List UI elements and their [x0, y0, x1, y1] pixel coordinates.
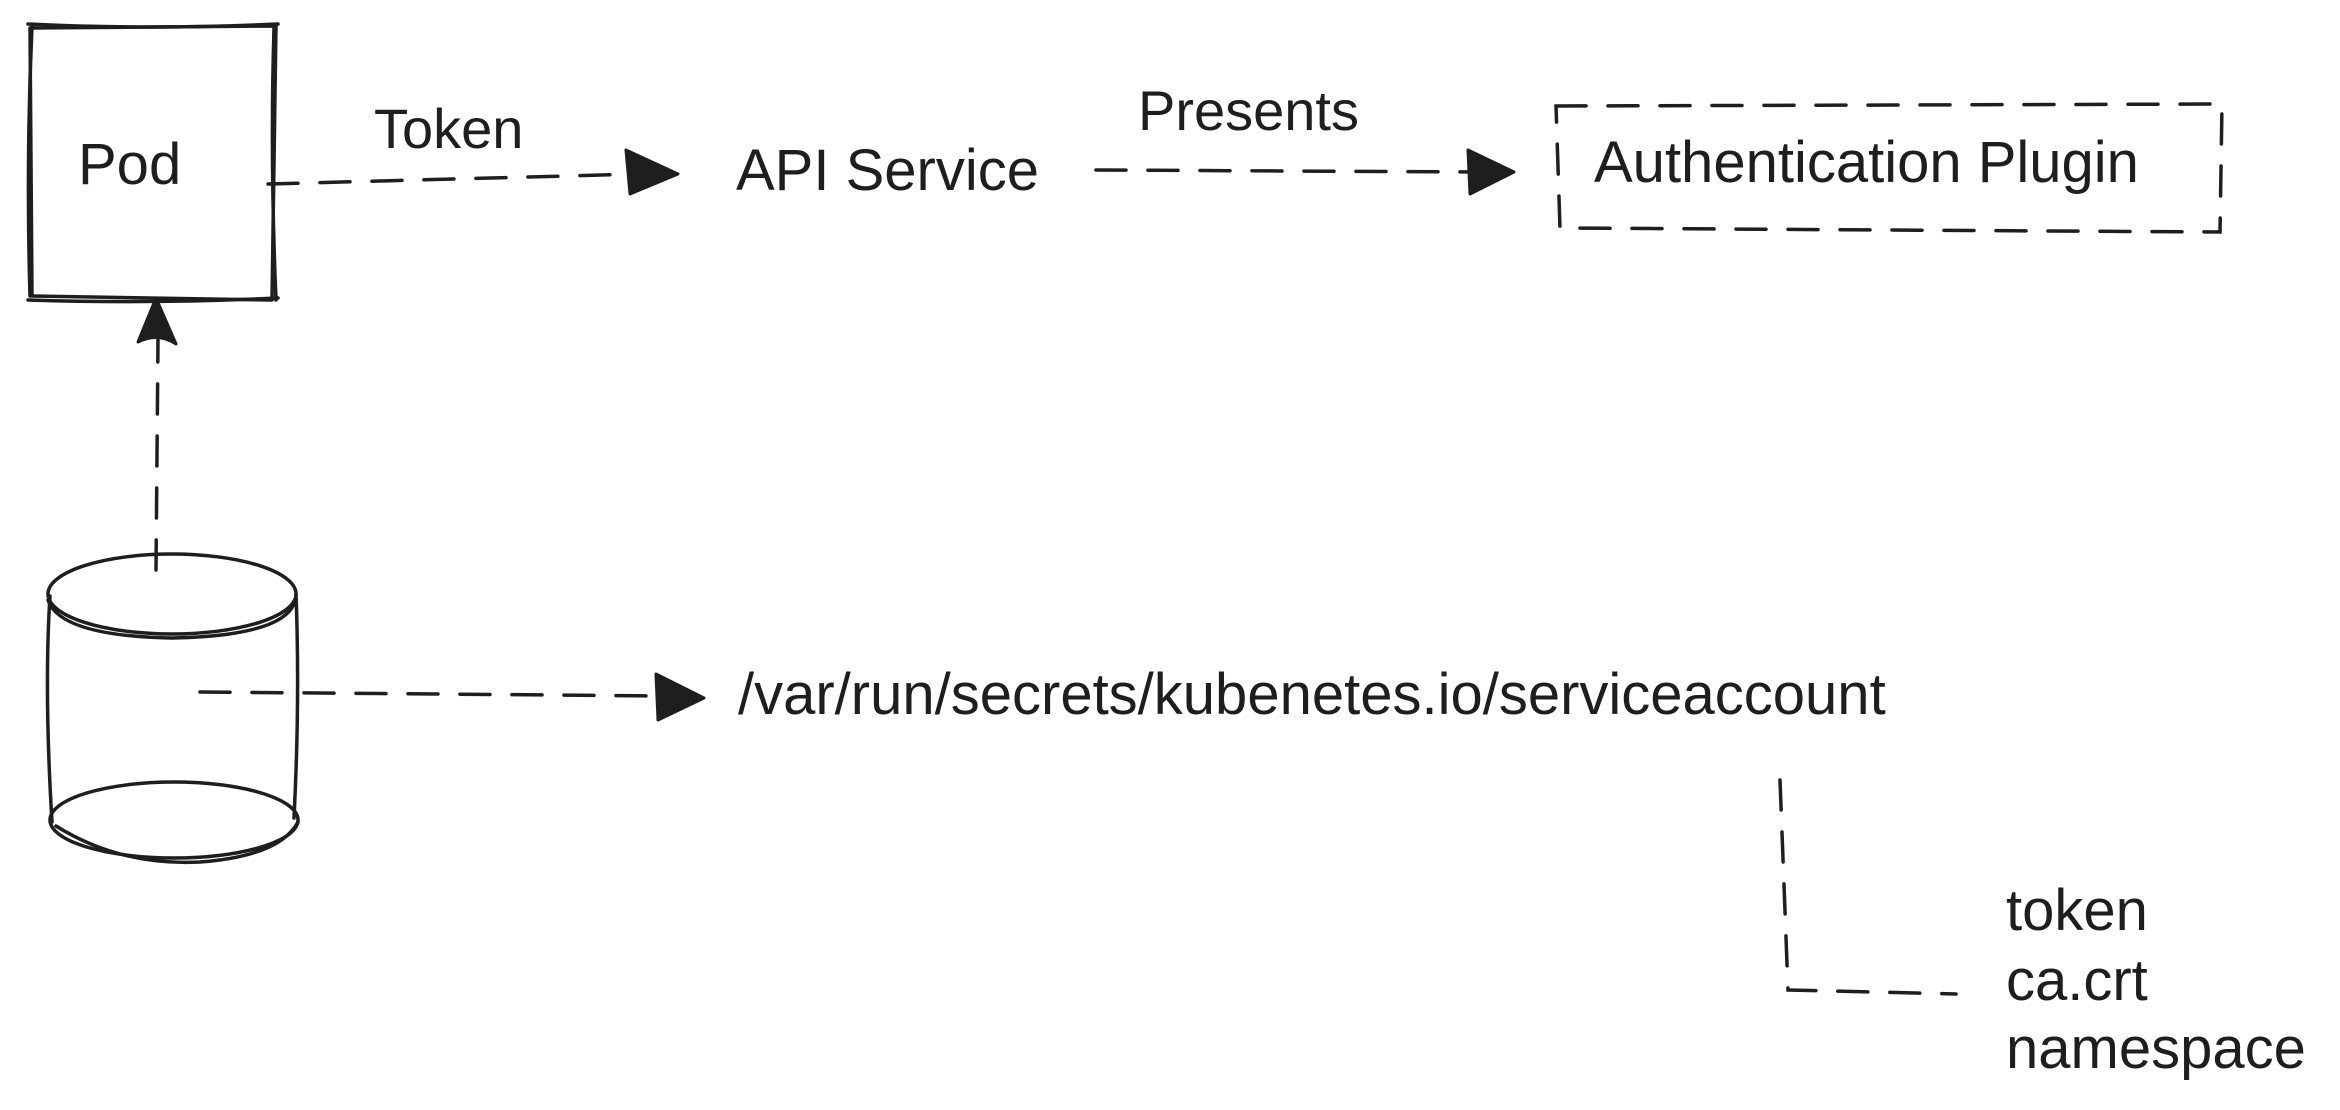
- serviceaccount-path-label: /var/run/secrets/kubenetes.io/serviceacc…: [738, 662, 1886, 727]
- storage-to-pod-line: [154, 338, 160, 572]
- file-namespace: namespace: [2006, 1016, 2306, 1081]
- presents-edge-line: [1094, 168, 1482, 174]
- token-edge-line: [266, 172, 642, 186]
- presents-edge-label: Presents: [1138, 79, 1359, 142]
- file-ca-crt: ca.crt: [2006, 948, 2148, 1013]
- pod-box: [26, 22, 280, 304]
- presents-edge-arrowhead: [1466, 148, 1516, 196]
- file-token: token: [2006, 878, 2148, 943]
- token-edge-label: Token: [374, 97, 523, 160]
- path-to-files-connector: [1778, 778, 1958, 996]
- storage-to-path-arrowhead: [654, 672, 706, 722]
- storage-to-pod-arrowhead: [136, 296, 178, 346]
- storage-to-path-line: [198, 690, 668, 698]
- api-service-label: API Service: [736, 138, 1039, 203]
- pod-label: Pod: [78, 132, 181, 197]
- auth-plugin-box: [1554, 102, 2224, 234]
- token-edge-arrowhead: [624, 148, 680, 196]
- auth-plugin-label: Authentication Plugin: [1594, 130, 2139, 195]
- storage-cylinder: [45, 552, 300, 865]
